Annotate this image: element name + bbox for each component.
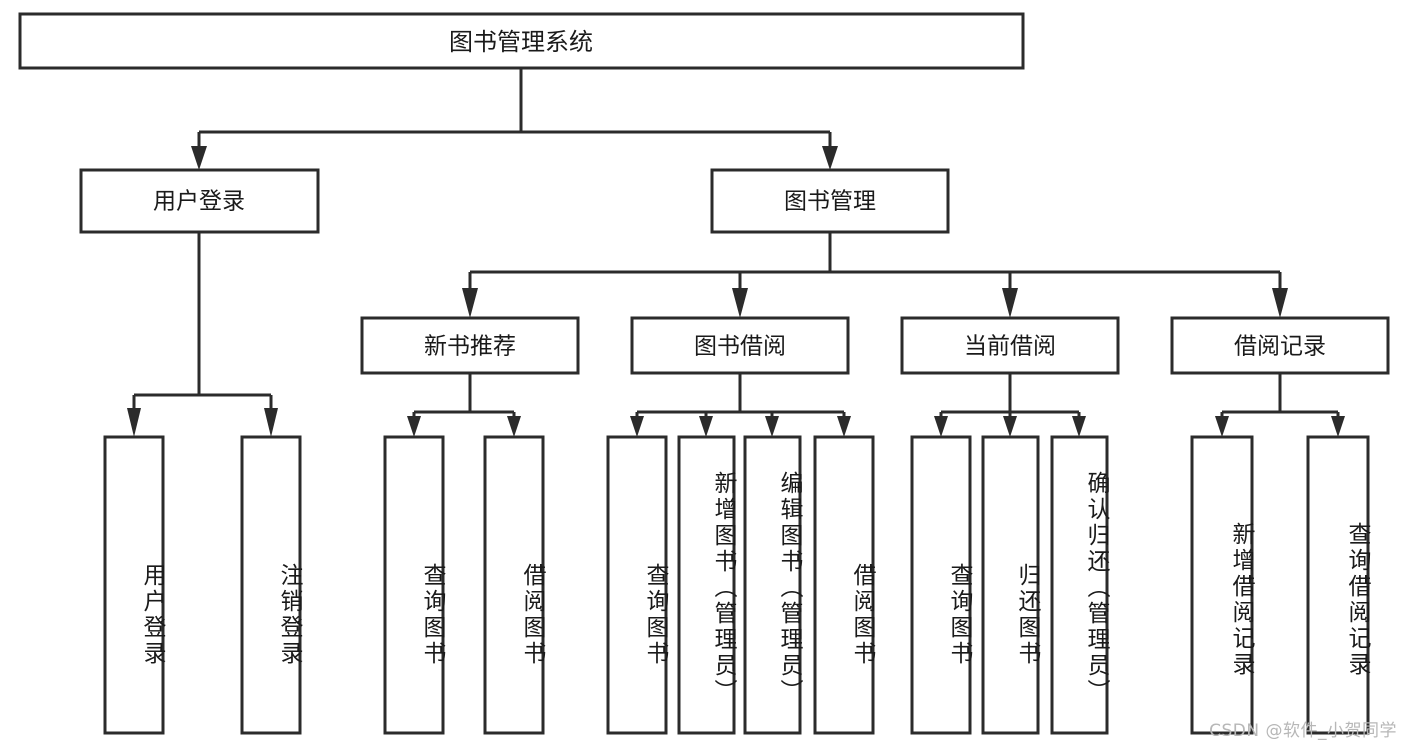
node-user-login-label: 用户登录	[153, 189, 245, 215]
node-new-book-recommend[interactable]: 新书推荐	[360, 316, 580, 375]
node-borrow-record-label: 借阅记录	[1234, 334, 1326, 360]
arrowhead-leaf-query-book-1	[407, 416, 421, 437]
arrowhead-current-borrow	[1002, 288, 1018, 318]
arrowhead-leaf-query-book-3	[934, 416, 948, 437]
connector-group-user-login	[127, 232, 278, 437]
arrowhead-leaf-add-record	[1215, 416, 1229, 437]
node-leaf-add-book-box[interactable]	[677, 435, 736, 735]
arrowhead-leaf-user-login	[127, 408, 141, 437]
node-borrow-record[interactable]: 借阅记录	[1170, 316, 1390, 375]
connector-group-root	[191, 68, 838, 170]
node-book-manage-label: 图书管理	[784, 189, 876, 215]
node-leaf-query-book-3-box[interactable]	[910, 435, 972, 735]
arrowhead-book-manage	[822, 146, 838, 170]
arrowhead-leaf-add-book	[699, 416, 713, 437]
connector-group-current-borrow	[934, 373, 1086, 437]
node-book-borrow-label: 图书借阅	[694, 334, 786, 360]
node-current-borrow[interactable]: 当前借阅	[900, 316, 1120, 375]
node-leaf-add-record-box[interactable]	[1190, 435, 1254, 735]
connector-group-book-borrow	[630, 373, 851, 437]
node-book-manage-box[interactable]	[710, 168, 950, 234]
node-user-login[interactable]: 用户登录	[79, 168, 320, 234]
arrowhead-leaf-query-record	[1331, 416, 1345, 437]
node-leaf-query-book-1-box[interactable]	[383, 435, 445, 735]
node-new-book-recommend-label: 新书推荐	[424, 334, 516, 360]
node-book-borrow[interactable]: 图书借阅	[630, 316, 850, 375]
arrowhead-leaf-borrow-book-1	[507, 416, 521, 437]
node-leaf-return-book-box[interactable]	[981, 435, 1040, 735]
node-leaf-confirm-return-box[interactable]	[1050, 435, 1109, 735]
node-leaf-edit-book-box[interactable]	[743, 435, 802, 735]
arrowhead-leaf-query-book-2	[630, 416, 644, 437]
arrowhead-leaf-logout-login	[264, 408, 278, 437]
node-root[interactable]: 图书管理系统	[18, 12, 1025, 70]
node-book-borrow-box[interactable]	[630, 316, 850, 375]
arrowhead-leaf-borrow-book-2	[837, 416, 851, 437]
arrowhead-book-borrow	[732, 288, 748, 318]
node-user-login-box[interactable]	[79, 168, 320, 234]
connector-group-borrow-record	[1215, 373, 1345, 437]
node-new-book-recommend-box[interactable]	[360, 316, 580, 375]
node-current-borrow-box[interactable]	[900, 316, 1120, 375]
node-leaf-user-login-box[interactable]	[103, 435, 165, 735]
connector-group-book-manage	[462, 232, 1288, 318]
node-current-borrow-label: 当前借阅	[964, 334, 1056, 360]
node-leaf-query-book-2-box[interactable]	[606, 435, 668, 735]
node-borrow-record-box[interactable]	[1170, 316, 1390, 375]
arrowhead-user-login	[191, 146, 207, 170]
node-leaf-logout-login-box[interactable]	[240, 435, 302, 735]
arrowhead-borrow-record	[1272, 288, 1288, 318]
arrowhead-leaf-edit-book	[765, 416, 779, 437]
arrowhead-leaf-confirm-return	[1072, 416, 1086, 437]
node-leaf-borrow-book-1-box[interactable]	[483, 435, 545, 735]
node-leaf-borrow-book-2-box[interactable]	[813, 435, 875, 735]
arrowhead-leaf-return-book	[1003, 416, 1017, 437]
leaf-boxes	[103, 435, 1370, 735]
watermark-text: CSDN @软件_小贺同学	[1209, 721, 1397, 741]
connector-group-new-book-recommend	[407, 373, 521, 437]
arrowhead-new-book-recommend	[462, 288, 478, 318]
node-root-box[interactable]	[18, 12, 1025, 70]
node-book-manage[interactable]: 图书管理	[710, 168, 950, 234]
node-leaf-query-record-box[interactable]	[1306, 435, 1370, 735]
node-root-label: 图书管理系统	[449, 28, 593, 56]
